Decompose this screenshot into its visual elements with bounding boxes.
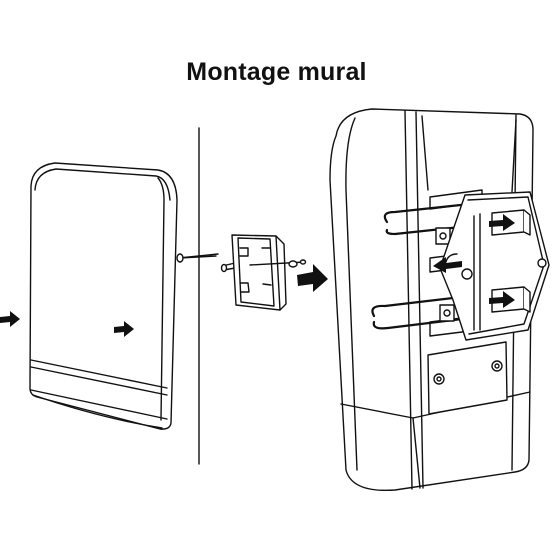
speaker-rear-view <box>329 108 550 492</box>
arrow-icon <box>489 214 515 231</box>
large-arrow-icon <box>297 264 328 292</box>
arrow-icon <box>0 311 20 327</box>
arrow-icon <box>433 257 462 273</box>
arrow-icon <box>489 291 515 308</box>
screw-icon <box>249 259 307 268</box>
speaker-front-view <box>29 162 178 430</box>
arrow-icon <box>114 321 134 337</box>
diagram-title: Montage mural <box>186 58 367 86</box>
wall-bracket <box>231 234 287 311</box>
screw-icon <box>176 253 219 263</box>
